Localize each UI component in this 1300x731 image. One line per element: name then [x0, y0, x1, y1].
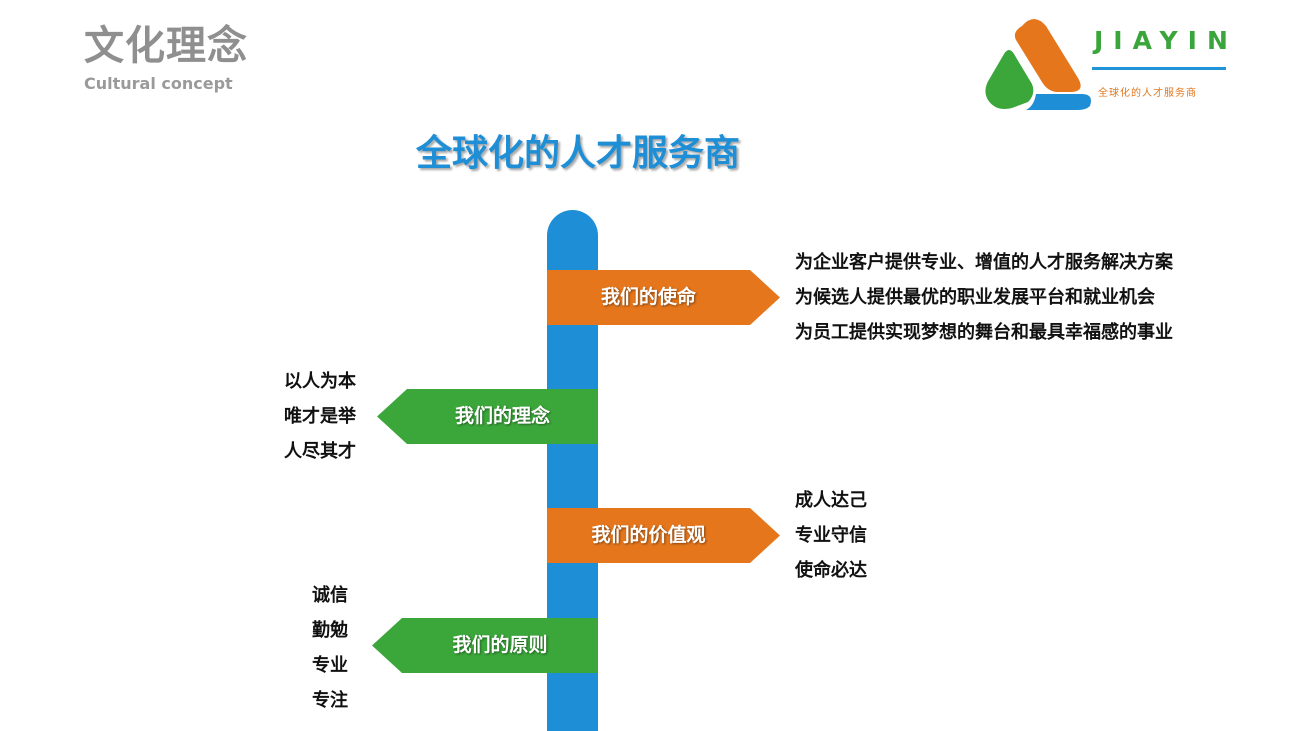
- values-sign: 我们的价值观: [547, 508, 780, 563]
- page-title: 文化理念: [84, 23, 248, 69]
- mission-line: 为企业客户提供专业、增值的人才服务解决方案: [795, 252, 1173, 273]
- philosophy-sign: 我们的理念: [377, 389, 598, 444]
- logo-brand-text: JIAYIN: [1094, 26, 1238, 55]
- headline: 全球化的人才服务商: [415, 133, 740, 174]
- values-line: 专业守信: [795, 525, 867, 546]
- page-subtitle: Cultural concept: [84, 74, 233, 93]
- mission-line: 为候选人提供最优的职业发展平台和就业机会: [795, 287, 1155, 308]
- values-line: 使命必达: [795, 560, 867, 581]
- mission-line: 为员工提供实现梦想的舞台和最具幸福感的事业: [795, 322, 1173, 343]
- principles-line: 专业: [312, 655, 348, 676]
- principles-sign: 我们的原则: [372, 618, 598, 673]
- philosophy-line: 人尽其才: [284, 441, 356, 462]
- logo-tagline: 全球化的人才服务商: [1098, 88, 1197, 99]
- mission-lines: 为企业客户提供专业、增值的人才服务解决方案 为候选人提供最优的职业发展平台和就业…: [795, 245, 1173, 350]
- philosophy-line: 唯才是举: [284, 406, 356, 427]
- principles-line: 专注: [312, 690, 348, 711]
- principles-lines: 诚信 勤勉 专业 专注: [300, 578, 360, 718]
- mission-sign: 我们的使命: [547, 270, 780, 325]
- values-line: 成人达己: [795, 490, 867, 511]
- philosophy-lines: 以人为本 唯才是举 人尽其才: [284, 364, 356, 469]
- values-lines: 成人达己 专业守信 使命必达: [795, 483, 867, 588]
- philosophy-line: 以人为本: [284, 371, 356, 392]
- logo-divider: [1092, 67, 1226, 70]
- principles-line: 诚信: [312, 585, 348, 606]
- jiayin-logo-icon: [985, 19, 1091, 110]
- principles-line: 勤勉: [312, 620, 348, 641]
